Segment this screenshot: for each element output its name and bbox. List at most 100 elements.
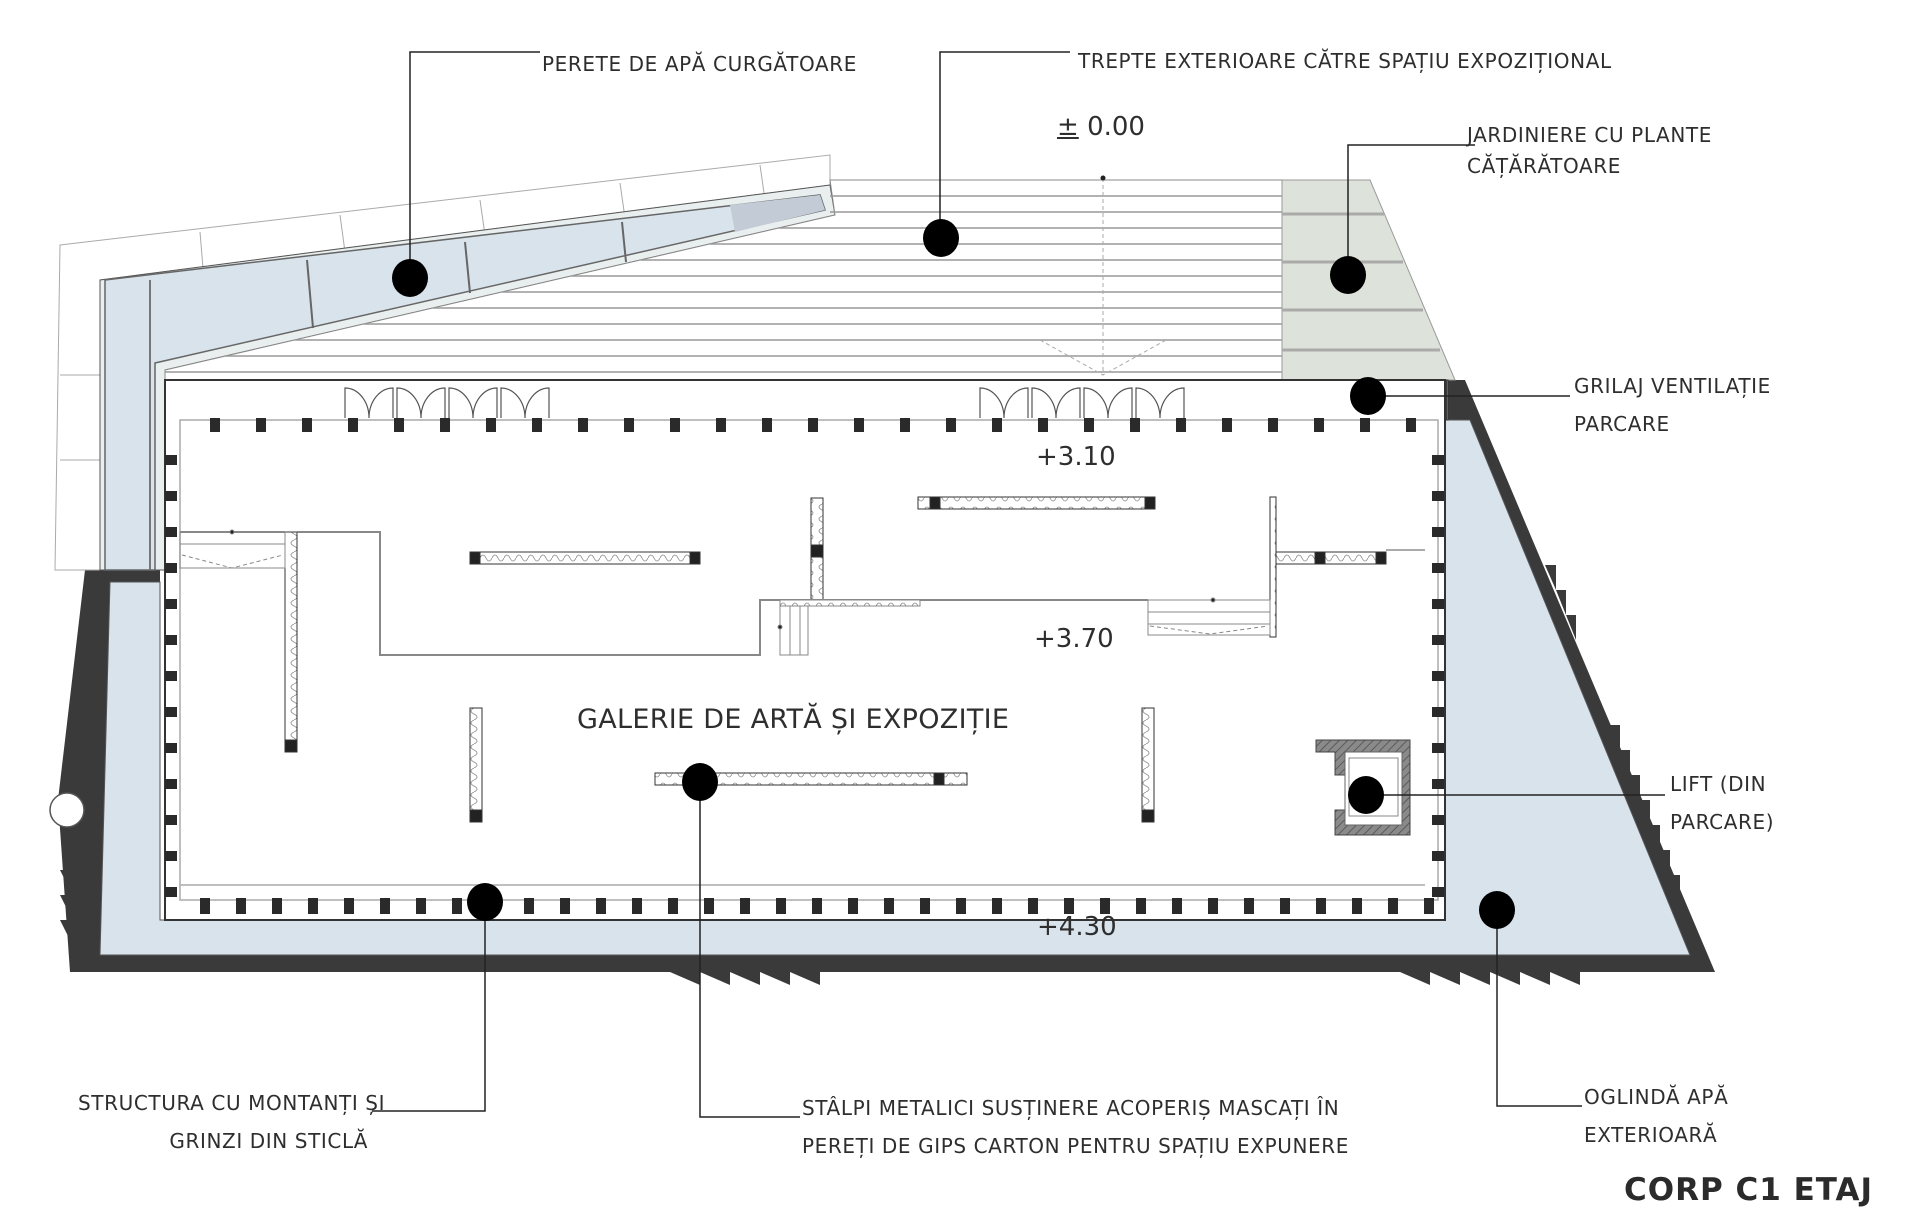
mullion — [1038, 418, 1048, 432]
level-ground: ± 0.00 — [1057, 112, 1145, 142]
door-leaf — [1135, 387, 1185, 419]
room-label-gallery: GALERIE DE ARTĂ ȘI EXPOZIȚIE — [577, 704, 1010, 735]
mullion — [560, 898, 570, 914]
door-leaf — [344, 387, 394, 419]
mullion — [1360, 418, 1370, 432]
mullion — [524, 898, 534, 914]
mullion — [1064, 898, 1074, 914]
mullion — [854, 418, 864, 432]
mullion — [1268, 418, 1278, 432]
mullion — [348, 418, 358, 432]
mullion — [394, 418, 404, 432]
mullion — [165, 779, 177, 789]
mullion — [452, 898, 462, 914]
mullion — [946, 418, 956, 432]
mullion — [210, 418, 220, 432]
mullion — [416, 898, 426, 914]
mullion — [1352, 898, 1362, 914]
door-leaf — [448, 387, 498, 419]
callout-glass-structure: STRUCTURA CU MONTANȚI ȘI GRINZI DIN STIC… — [78, 1091, 386, 1153]
mullion — [740, 898, 750, 914]
interior-partitions — [284, 496, 1425, 823]
gallery-floor — [164, 379, 1446, 921]
mullion — [1172, 898, 1182, 914]
stair-right — [1147, 597, 1271, 636]
marker-planters — [1330, 256, 1366, 294]
marker-water-wall — [392, 259, 428, 297]
mullion — [256, 418, 266, 432]
mullion — [1316, 898, 1326, 914]
mullion — [1222, 418, 1232, 432]
callout-water-mirror: OGLINDĂ APĂ EXTERIOARĂ — [1584, 1085, 1729, 1147]
mullion — [165, 527, 177, 537]
mullion — [1280, 898, 1290, 914]
door-leaf — [979, 387, 1029, 419]
level-4-30: +4.30 — [1037, 912, 1117, 942]
mullion — [165, 455, 177, 465]
level-3-70: +3.70 — [1034, 624, 1114, 654]
mullion — [200, 898, 210, 914]
mullion — [670, 418, 680, 432]
mullion — [992, 898, 1002, 914]
mullion — [1388, 898, 1398, 914]
saw-teeth-left — [60, 870, 70, 940]
mullion — [1432, 779, 1444, 789]
mullion — [1432, 527, 1444, 537]
mullion — [762, 418, 772, 432]
glass-mullions — [165, 418, 1444, 914]
mullion — [1100, 898, 1110, 914]
mullion — [486, 418, 496, 432]
mullion — [272, 898, 282, 914]
mullion — [165, 851, 177, 861]
mullion — [165, 491, 177, 501]
mullion — [1432, 599, 1444, 609]
entrance-doors — [344, 387, 1185, 419]
mullion — [596, 898, 606, 914]
mullion — [236, 898, 246, 914]
marker-metal-columns — [682, 763, 718, 801]
mullion — [1244, 898, 1254, 914]
mullion — [716, 418, 726, 432]
level-ground-value: 0.00 — [1087, 112, 1145, 142]
exterior-steps — [164, 175, 1283, 381]
mullion — [808, 418, 818, 432]
mullion — [1176, 418, 1186, 432]
mullion — [1208, 898, 1218, 914]
drawing-title: CORP C1 ETAJ — [1624, 1172, 1874, 1208]
mullion — [1432, 707, 1444, 717]
mullion — [1432, 563, 1444, 573]
mullion — [344, 898, 354, 914]
callout-water-wall: PERETE DE APĂ CURGĂTOARE — [542, 52, 857, 76]
mullion — [1130, 418, 1140, 432]
mullion — [1432, 491, 1444, 501]
planters — [1281, 179, 1456, 381]
mullion — [848, 898, 858, 914]
saw-teeth-right — [1545, 565, 1680, 900]
mullion — [165, 599, 177, 609]
mullion — [956, 898, 966, 914]
callout-planters: JARDINIERE CU PLANTE CĂȚĂRĂTOARE — [1467, 123, 1712, 178]
mullion — [1432, 887, 1444, 897]
marker-glass-structure — [467, 883, 503, 921]
mullion — [578, 418, 588, 432]
mullion — [668, 898, 678, 914]
mullion — [776, 898, 786, 914]
mullion — [165, 563, 177, 573]
mullion — [1432, 851, 1444, 861]
mullion — [624, 418, 634, 432]
door-leaf — [1031, 387, 1081, 419]
mullion — [302, 418, 312, 432]
mullion — [1084, 418, 1094, 432]
stair-middle — [777, 599, 921, 656]
marker-water-mirror — [1479, 891, 1515, 929]
mullion — [1136, 898, 1146, 914]
mullion — [1432, 743, 1444, 753]
mullion — [380, 898, 390, 914]
mullion — [532, 418, 542, 432]
mullion — [1432, 671, 1444, 681]
mullion — [1314, 418, 1324, 432]
callout-leaders — [372, 51, 1665, 1118]
mullion — [704, 898, 714, 914]
mullion — [1406, 418, 1416, 432]
callout-exterior-steps: TREPTE EXTERIOARE CĂTRE SPAȚIU EXPOZIȚIO… — [1078, 49, 1612, 73]
